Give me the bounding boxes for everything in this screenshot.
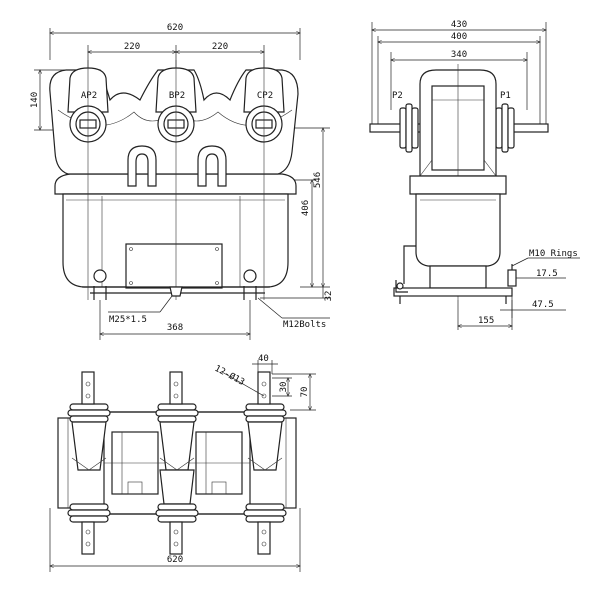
dim-top-30: 30 bbox=[272, 378, 292, 396]
dim-front-base-offset-label: 32 bbox=[324, 291, 334, 302]
dim-top-overall-width-label: 620 bbox=[167, 555, 183, 565]
dim-side-17-5: 17.5 bbox=[515, 269, 566, 284]
callout-thread: M25*1.5 bbox=[109, 315, 147, 325]
dim-side-155: 155 bbox=[458, 300, 512, 330]
dim-side-47-5-label: 47.5 bbox=[532, 300, 554, 310]
dim-top-30-label: 30 bbox=[279, 382, 289, 393]
side-view: 430 400 340 P2 P1 bbox=[369, 20, 580, 330]
front-terminal-a bbox=[67, 60, 109, 300]
dim-front-top-height-label: 140 bbox=[30, 92, 40, 108]
dim-front-spacing: 220 220 bbox=[88, 42, 264, 72]
dim-front-base-offset: 32 bbox=[260, 287, 334, 301]
callout-rings: M10 Rings bbox=[529, 249, 578, 259]
dim-side-width-mid-label: 400 bbox=[451, 32, 467, 42]
dim-side-width-outer-label: 430 bbox=[451, 20, 467, 30]
dim-top-40: 40 bbox=[252, 354, 278, 374]
dim-front-overall-width: 620 bbox=[50, 23, 300, 60]
terminal-label-b: BP2 bbox=[169, 91, 185, 101]
label-p1: P1 bbox=[500, 91, 511, 101]
dim-top-40-label: 40 bbox=[258, 354, 269, 364]
terminal-label-a: AP2 bbox=[81, 91, 97, 101]
dim-front-mount-width-label: 368 bbox=[167, 323, 183, 333]
top-terminal-a bbox=[67, 371, 111, 555]
top-terminal-b bbox=[155, 371, 199, 555]
front-terminal-c bbox=[243, 60, 285, 300]
dim-front-spacing-left-label: 220 bbox=[124, 42, 140, 52]
front-terminal-b bbox=[155, 60, 197, 300]
dim-front-body-height-label: 406 bbox=[301, 200, 311, 216]
side-insulator-p2 bbox=[399, 103, 419, 153]
dim-side-155-label: 155 bbox=[478, 316, 494, 326]
top-terminal-c bbox=[243, 371, 287, 555]
dim-front-mount-width: 368 bbox=[100, 300, 250, 340]
callout-bolts: M12Bolts bbox=[283, 320, 326, 330]
terminal-label-c: CP2 bbox=[257, 91, 273, 101]
dim-front-spacing-right-label: 220 bbox=[212, 42, 228, 52]
dim-side-17-5-label: 17.5 bbox=[536, 269, 558, 279]
dim-side-width-inner-label: 340 bbox=[451, 50, 467, 60]
dim-front-body-height: 406 bbox=[290, 180, 316, 287]
side-insulator-p1 bbox=[495, 103, 515, 153]
callout-holes: 12-Ø13 bbox=[213, 363, 247, 388]
dim-top-70-label: 70 bbox=[300, 387, 310, 398]
dim-front-total-height: 546 bbox=[280, 128, 330, 287]
dim-side-widths: 430 400 340 bbox=[372, 20, 546, 128]
dim-front-total-height-label: 546 bbox=[313, 172, 323, 188]
label-p2: P2 bbox=[392, 91, 403, 101]
dim-top-70: 70 bbox=[272, 374, 316, 410]
dim-top-overall-width: 620 bbox=[50, 508, 300, 572]
top-view: 12-Ø13 40 30 70 620 bbox=[50, 354, 316, 572]
front-view: 620 220 220 140 546 bbox=[30, 23, 334, 340]
dim-front-overall-width-label: 620 bbox=[167, 23, 183, 33]
dim-side-47-5: 47.5 bbox=[500, 296, 566, 318]
